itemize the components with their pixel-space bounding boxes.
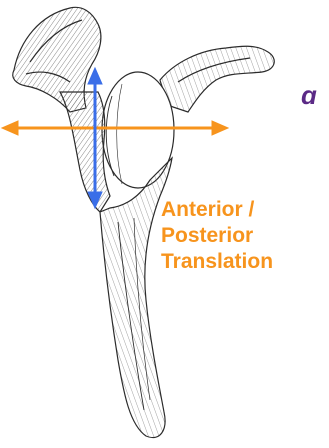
translation-label-line-1: Anterior / — [161, 197, 273, 223]
translation-label-line-3: Translation — [161, 249, 273, 275]
coracoid-process — [160, 46, 274, 112]
scapula-neck — [60, 92, 110, 212]
translation-label-line-2: Posterior — [161, 223, 273, 249]
partial-title-glyph: ɑ — [301, 80, 317, 110]
translation-label: Anterior / Posterior Translation — [161, 197, 273, 275]
